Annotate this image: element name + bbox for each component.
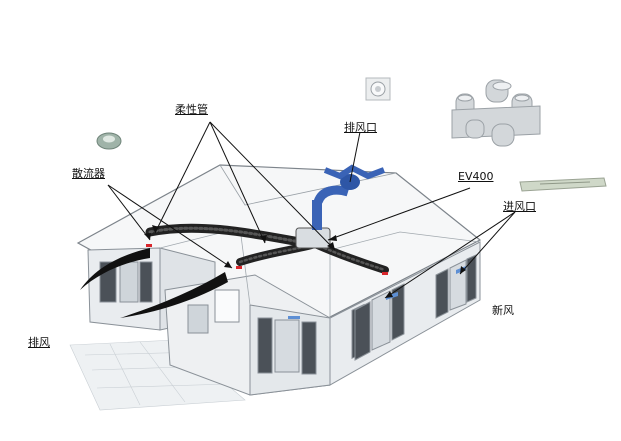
callout-arrowheads <box>144 225 466 298</box>
right-wing <box>329 241 481 386</box>
supply-vent-thumbnail <box>519 177 607 192</box>
label-ev400: EV400 <box>458 170 494 183</box>
vent-markers <box>146 244 388 275</box>
label-flexible-duct: 柔性管 <box>175 103 208 116</box>
label-fresh-air: 新风 <box>492 304 514 317</box>
label-supply-vent: 进风口 <box>503 200 536 213</box>
label-exhaust-air: 排风 <box>28 336 50 349</box>
front-block <box>164 274 331 396</box>
label-diffuser: 散流器 <box>72 167 105 180</box>
label-exhaust-vent: 排风口 <box>344 121 377 134</box>
exhaust-arrows <box>80 248 228 318</box>
diffuser-thumbnail <box>96 132 122 150</box>
ev400-unit <box>295 164 386 249</box>
callout-lines <box>107 121 516 299</box>
exhaust-vent-thumbnail <box>365 77 391 101</box>
ev400-thumbnail <box>451 79 541 147</box>
